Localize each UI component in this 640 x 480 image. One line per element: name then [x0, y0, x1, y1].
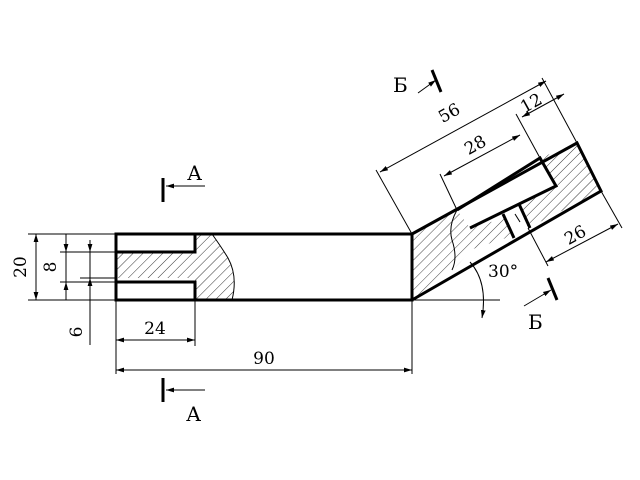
dim-20: 20: [11, 256, 31, 278]
dims-left: 20 8 6 24 90: [11, 233, 413, 374]
dim-28: 28: [461, 132, 490, 160]
dim-90: 90: [253, 349, 275, 369]
dim-6: 6: [67, 327, 87, 338]
inclined-body: [411, 140, 603, 302]
section-marker-b: Б Б: [393, 69, 559, 334]
left-web-hatch: [116, 252, 195, 278]
incline-slot: [456, 155, 559, 230]
lower-slot: [116, 280, 197, 300]
left-break-line: [211, 233, 235, 301]
section-marker-a: А А: [161, 161, 205, 426]
dim-angle: 30°: [488, 262, 518, 282]
dim-8: 8: [41, 262, 61, 273]
dim-26: 26: [561, 222, 590, 250]
incline-break-hatch: [412, 210, 512, 300]
incline-break-line: [450, 209, 458, 271]
label-b-top: Б: [393, 73, 408, 97]
label-b-bottom: Б: [528, 310, 543, 334]
label-a-bottom: А: [186, 402, 201, 426]
left-body: [114, 232, 414, 302]
dim-24: 24: [144, 319, 166, 339]
dim-56: 56: [435, 100, 464, 128]
left-break-hatch: [195, 234, 235, 300]
incline-end-hatch: [518, 143, 601, 228]
label-a-top: А: [187, 161, 202, 185]
incline-rib: [501, 203, 532, 239]
incline-outline: [411, 140, 603, 302]
upper-slot: [116, 234, 197, 254]
